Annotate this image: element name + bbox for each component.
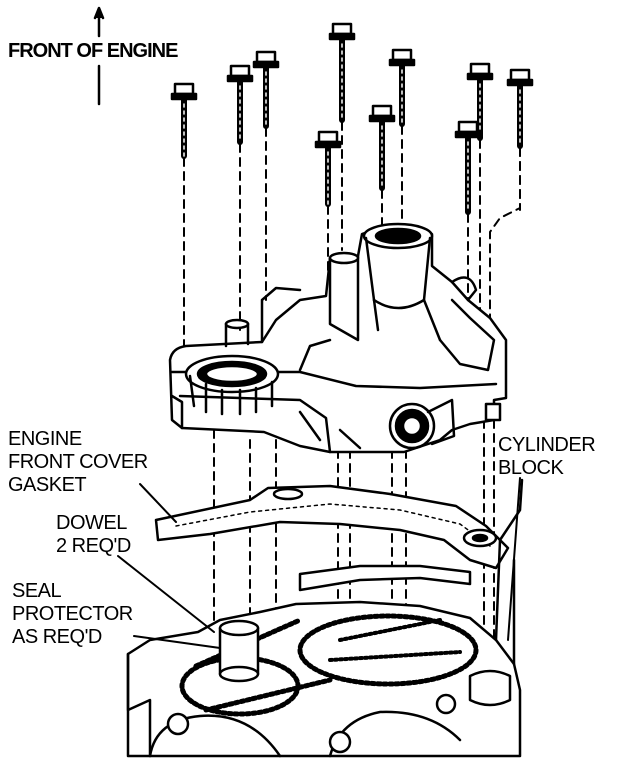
label-line: GASKET	[8, 474, 87, 496]
bolt	[508, 70, 532, 146]
leader-lines	[118, 478, 520, 648]
label-line: FRONT COVER	[8, 451, 148, 473]
label-line: DOWEL	[56, 512, 127, 534]
label-line: 2 REQ'D	[56, 535, 131, 557]
label-line: SEAL	[12, 580, 62, 602]
bolt	[390, 50, 414, 124]
label-line: PROTECTOR	[12, 603, 133, 625]
timing-chain-area	[182, 616, 476, 714]
front-of-engine-text: FRONT OF ENGINE	[8, 40, 178, 62]
bolt	[456, 122, 480, 212]
bolt	[254, 52, 278, 126]
bolt	[330, 24, 354, 120]
front-cover-gasket-label: ENGINE FRONT COVER GASKET	[8, 428, 148, 497]
water-pump-outlet	[390, 400, 454, 448]
bolt	[228, 66, 252, 142]
label-line: ENGINE	[8, 428, 82, 450]
alignment-jog	[490, 148, 520, 400]
dowel-label: DOWEL 2 REQ'D	[56, 512, 131, 558]
engine-front-cover-gasket	[156, 486, 508, 590]
bolt-set	[172, 24, 532, 212]
cylinder-block-label: CYLINDER BLOCK	[498, 434, 596, 480]
cylinder-block	[128, 480, 522, 756]
front-direction-arrow	[95, 8, 103, 104]
bolt	[172, 84, 196, 156]
seal-protector-label: SEAL PROTECTOR AS REQ'D	[12, 580, 133, 649]
label-line: BLOCK	[498, 457, 564, 479]
label-line: CYLINDER	[498, 434, 596, 456]
bolt	[468, 64, 492, 138]
bolt	[316, 132, 340, 204]
bolt	[370, 106, 394, 188]
seal-protector-part	[220, 621, 258, 681]
front-of-engine-label: FRONT OF ENGINE	[8, 40, 178, 63]
engine-front-cover	[170, 224, 506, 452]
label-line: AS REQ'D	[12, 626, 102, 648]
